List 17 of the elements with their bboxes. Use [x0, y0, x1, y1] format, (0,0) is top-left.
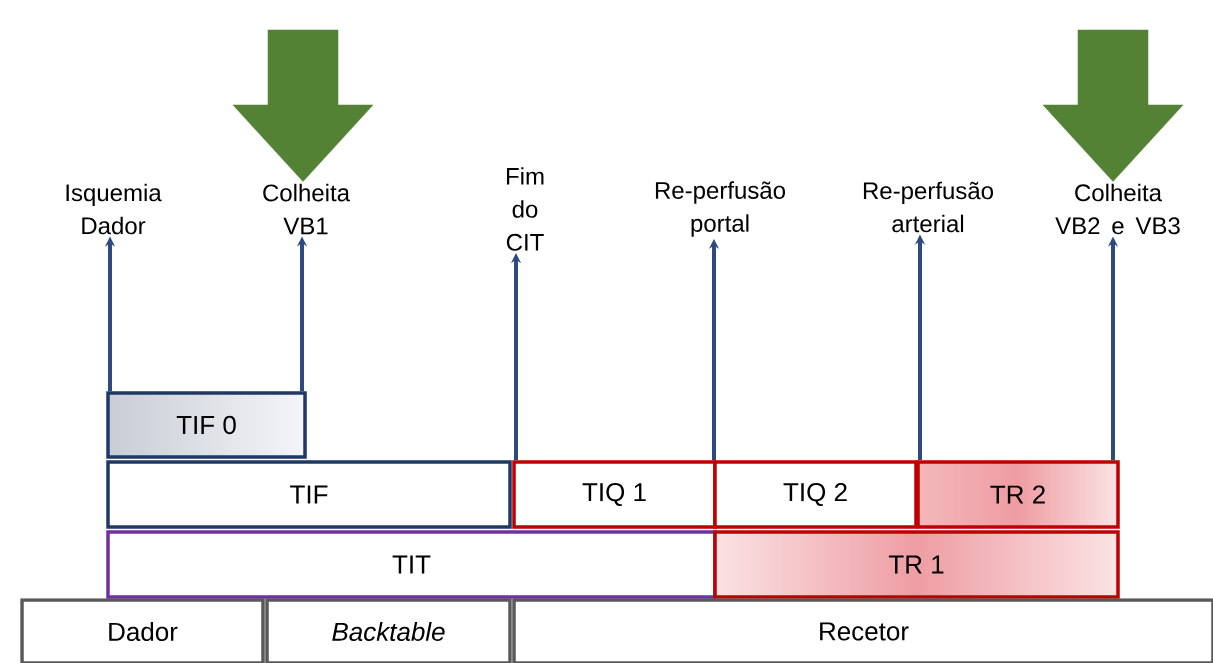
- stage-box: Recetor: [512, 598, 1213, 663]
- event-label: Re-perfusão portal: [655, 181, 785, 237]
- block-arrow: [232, 29, 374, 182]
- phase-box: TIQ 2: [713, 460, 918, 529]
- stage-box: Dador: [20, 598, 265, 663]
- phase-box: TIF 0: [106, 391, 307, 459]
- block-arrow: [1042, 29, 1184, 182]
- phase-box: TIQ 1: [512, 460, 717, 529]
- phase-box: TR 1: [713, 530, 1120, 599]
- event-label: Isquemia Dador: [66, 183, 162, 235]
- stage-box: Backtable: [265, 598, 512, 663]
- phase-box: TR 2: [916, 460, 1120, 529]
- event-label: Colheita VB2 e VB3: [1055, 183, 1180, 235]
- event-label: Re-perfusão arterial: [863, 181, 993, 233]
- event-label: Colheita VB1: [263, 183, 350, 235]
- event-label: Fim do CIT: [506, 167, 544, 251]
- phase-box: TIF: [106, 460, 512, 529]
